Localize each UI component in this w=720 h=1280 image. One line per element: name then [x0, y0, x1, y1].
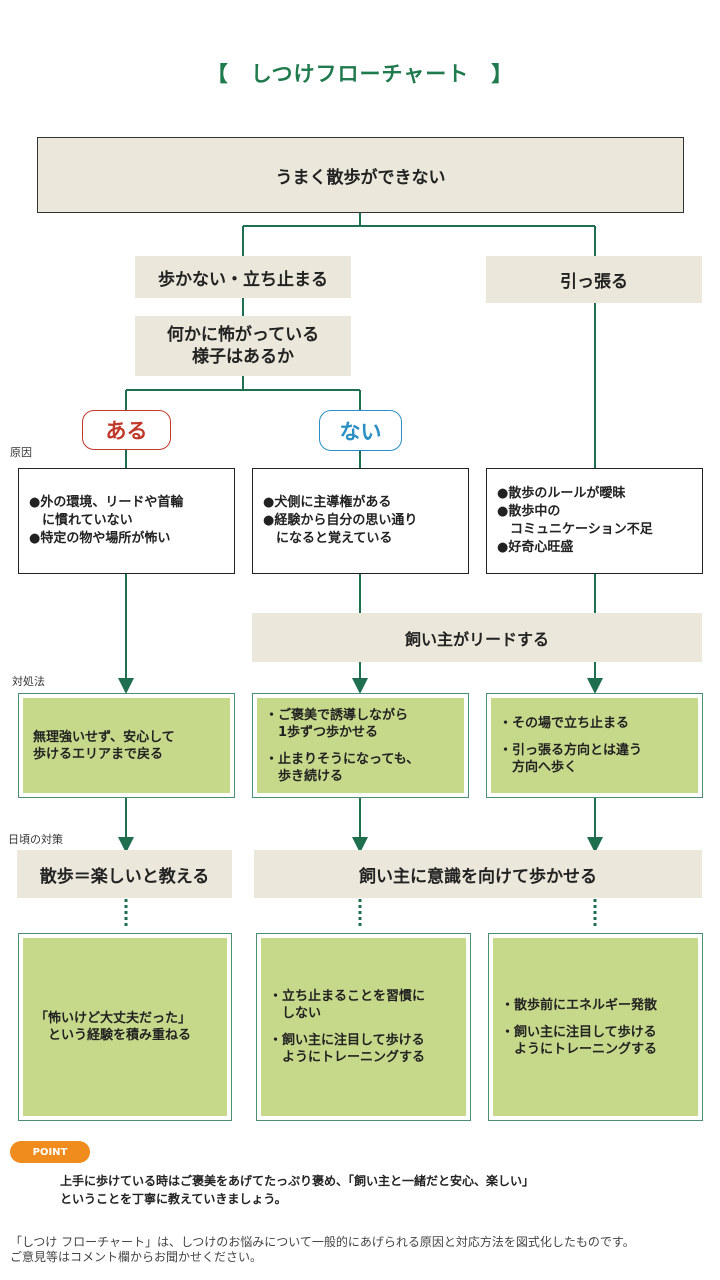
cause-line: に慣れていない — [29, 513, 133, 528]
daily-box-pull: ・散歩前にエネルギー発散 ・飼い主に注目して歩ける ようにトレーニングする — [488, 933, 703, 1121]
point-line: ということを丁寧に教えていきましょう。 — [60, 1192, 287, 1206]
point-line: 上手に歩けている時はご褒美をあげてたっぷり褒め、「飼い主と一緒だと安心、楽しい」 — [60, 1174, 535, 1188]
cause-box-pull: ●散歩のルールが曖昧 ●散歩中の コミュニケーション不足 ●好奇心旺盛 — [486, 468, 703, 574]
footer-line: 「しつけ フローチャート」は、しつけのお悩みについて一般的にあげられる原因と対応… — [10, 1235, 635, 1249]
owner-leads-box: 飼い主がリードする — [252, 613, 702, 662]
question-box: 何かに怖がっている 様子はあるか — [135, 316, 351, 376]
daily-line — [269, 1022, 466, 1032]
daily-line: ・立ち止まることを習慣に — [269, 989, 426, 1004]
footer-note: 「しつけ フローチャート」は、しつけのお悩みについて一般的にあげられる原因と対応… — [10, 1235, 715, 1265]
daily-box-no: ・立ち止まることを習慣に しない ・飼い主に注目して歩ける ようにトレーニングす… — [256, 933, 471, 1121]
cause-line: ●外の環境、リードや首輪 — [29, 495, 184, 510]
daily-line: という経験を積み重ねる — [35, 1028, 192, 1043]
daily-line: ・飼い主に注目して歩ける — [269, 1033, 425, 1048]
daily-line: ようにトレーニングする — [269, 1050, 426, 1065]
cause-line: ●好奇心旺盛 — [497, 540, 574, 555]
root-problem-text: うまく散歩ができない — [275, 167, 446, 188]
page-title: 【 しつけフローチャート 】 — [206, 62, 514, 86]
cause-box-yes: ●外の環境、リードや首輪 に慣れていない ●特定の物や場所が怖い — [18, 468, 235, 574]
cause-line: ●犬側に主導権がある — [263, 495, 392, 510]
remedy-box-pull: ・その場で立ち止まる ・引っ張る方向とは違う 方向へ歩く — [486, 693, 703, 798]
daily-box-yes: 「怖いけど大丈夫だった」 という経験を積み重ねる — [18, 933, 232, 1121]
remedy-line: ・その場で立ち止まる — [499, 716, 630, 731]
daily-line: しない — [269, 1006, 322, 1021]
daily-right-text: 飼い主に意識を向けて歩かせる — [359, 866, 597, 887]
answer-yes-pill: ある — [82, 410, 171, 450]
remedy-line: 歩き続ける — [265, 768, 344, 784]
daily-line: ・散歩前にエネルギー発散 — [501, 997, 658, 1013]
answer-no-pill: ない — [319, 410, 402, 451]
remedy-box-yes: 無理強いせず、安心して 歩けるエリアまで戻る — [18, 693, 235, 798]
cause-line: コミュニケーション不足 — [497, 522, 653, 537]
daily-left-text: 散歩＝楽しいと教える — [39, 866, 210, 887]
daily-line: ようにトレーニングする — [501, 1041, 658, 1057]
remedy-line — [265, 741, 464, 751]
point-badge: POINT — [10, 1141, 90, 1163]
remedy-line: 無理強いせず、安心して — [33, 729, 175, 745]
daily-line — [501, 1014, 698, 1024]
remedy-line: ・止まりそうになっても、 — [265, 751, 420, 767]
remedy-box-no: ・ご褒美で誘導しながら 1歩ずつ歩かせる ・止まりそうになっても、 歩き続ける — [252, 693, 469, 798]
cause-line: ●経験から自分の思い通り — [263, 513, 418, 528]
label-cause: 原因 — [10, 446, 32, 459]
branch-left-box: 歩かない・立ち止まる — [135, 256, 351, 298]
remedy-line: ・引っ張る方向とは違う — [499, 743, 643, 758]
remedy-line: 方向へ歩く — [499, 760, 578, 775]
point-note: 上手に歩けている時はご褒美をあげてたっぷり褒め、「飼い主と一緒だと安心、楽しい」… — [60, 1172, 710, 1208]
answer-yes-text: ある — [105, 419, 148, 443]
branch-left-text: 歩かない・立ち止まる — [158, 269, 328, 290]
owner-leads-text: 飼い主がリードする — [404, 629, 549, 649]
label-remedy: 対処法 — [12, 675, 45, 688]
label-daily: 日頃の対策 — [8, 833, 63, 846]
cause-box-no: ●犬側に主導権がある ●経験から自分の思い通り になると覚えている — [252, 468, 469, 574]
root-problem-box: うまく散歩ができない — [37, 137, 684, 213]
question-line: 様子はあるか — [192, 347, 294, 367]
answer-no-text: ない — [339, 419, 382, 444]
cause-line: ●特定の物や場所が怖い — [29, 531, 171, 546]
daily-line: ・飼い主に注目して歩ける — [501, 1024, 657, 1040]
cause-line: になると覚えている — [263, 531, 393, 546]
remedy-line: 歩けるエリアまで戻る — [33, 746, 164, 762]
daily-line: 「怖いけど大丈夫だった」 — [35, 1011, 192, 1026]
remedy-line: ・ご褒美で誘導しながら — [265, 707, 409, 723]
remedy-line — [499, 732, 698, 742]
branch-right-box: 引っ張る — [486, 256, 702, 303]
daily-right-box: 飼い主に意識を向けて歩かせる — [254, 850, 702, 898]
question-line: 何かに怖がっている — [166, 325, 320, 345]
branch-right-text: 引っ張る — [560, 272, 628, 292]
footer-line: ご意見等はコメント欄からお聞かせください。 — [10, 1250, 263, 1264]
daily-left-box: 散歩＝楽しいと教える — [17, 850, 232, 898]
remedy-line: 1歩ずつ歩かせる — [265, 724, 379, 740]
cause-line: ●散歩のルールが曖昧 — [497, 486, 626, 501]
cause-line: ●散歩中の — [497, 504, 561, 519]
